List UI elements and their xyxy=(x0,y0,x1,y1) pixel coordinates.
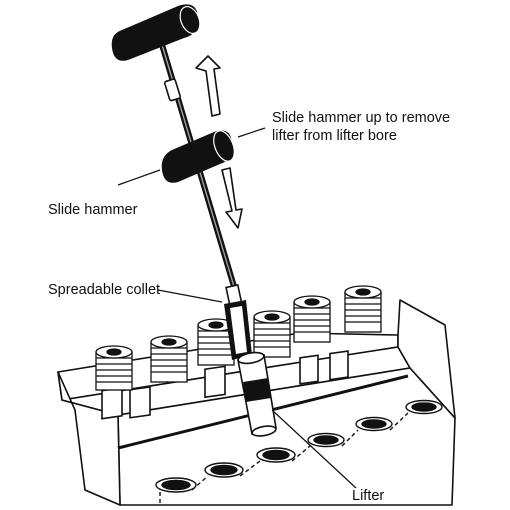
lifter-bore xyxy=(307,432,345,448)
lifter-bore xyxy=(256,447,296,463)
leader-lifter xyxy=(271,409,357,489)
lifter-bores xyxy=(155,399,443,505)
lifter-bore xyxy=(355,416,393,432)
label-spreadable-collet: Spreadable collet xyxy=(48,282,160,298)
valve-spring xyxy=(197,318,235,366)
t-handle xyxy=(111,4,201,61)
spreadable-collet xyxy=(224,284,252,360)
valve-spring xyxy=(95,345,133,391)
shaft-fitting xyxy=(163,78,181,102)
cylinder-head xyxy=(57,299,456,506)
valve-spring xyxy=(344,285,382,333)
sliding-weight xyxy=(161,130,235,183)
port xyxy=(129,386,151,419)
valve-spring xyxy=(253,310,291,358)
leader-slide-up xyxy=(237,127,266,138)
lifter-bore xyxy=(204,462,244,478)
valve-springs xyxy=(95,285,382,391)
outline-arrow-down-icon xyxy=(221,167,243,229)
leader-collet xyxy=(157,289,223,303)
port xyxy=(329,350,349,381)
leader-slide-hammer xyxy=(117,169,161,186)
label-slide-up-line1: Slide hammer up to remove xyxy=(272,110,450,126)
lifter-bore xyxy=(155,477,197,493)
lifter-bore xyxy=(405,399,443,415)
label-slide-up-line2: lifter from lifter bore xyxy=(272,128,397,144)
valve-spring xyxy=(293,295,331,343)
outline-arrow-up-icon xyxy=(195,55,221,117)
port xyxy=(101,386,123,420)
port xyxy=(299,354,319,385)
valve-spring xyxy=(150,335,188,383)
lifter-part xyxy=(237,351,277,437)
label-slide-hammer: Slide hammer xyxy=(48,202,138,218)
head-ports xyxy=(101,350,349,420)
label-lifter: Lifter xyxy=(352,488,384,504)
leader-lines xyxy=(117,127,357,489)
slide-hammer-tool xyxy=(111,4,277,437)
port xyxy=(204,365,226,399)
